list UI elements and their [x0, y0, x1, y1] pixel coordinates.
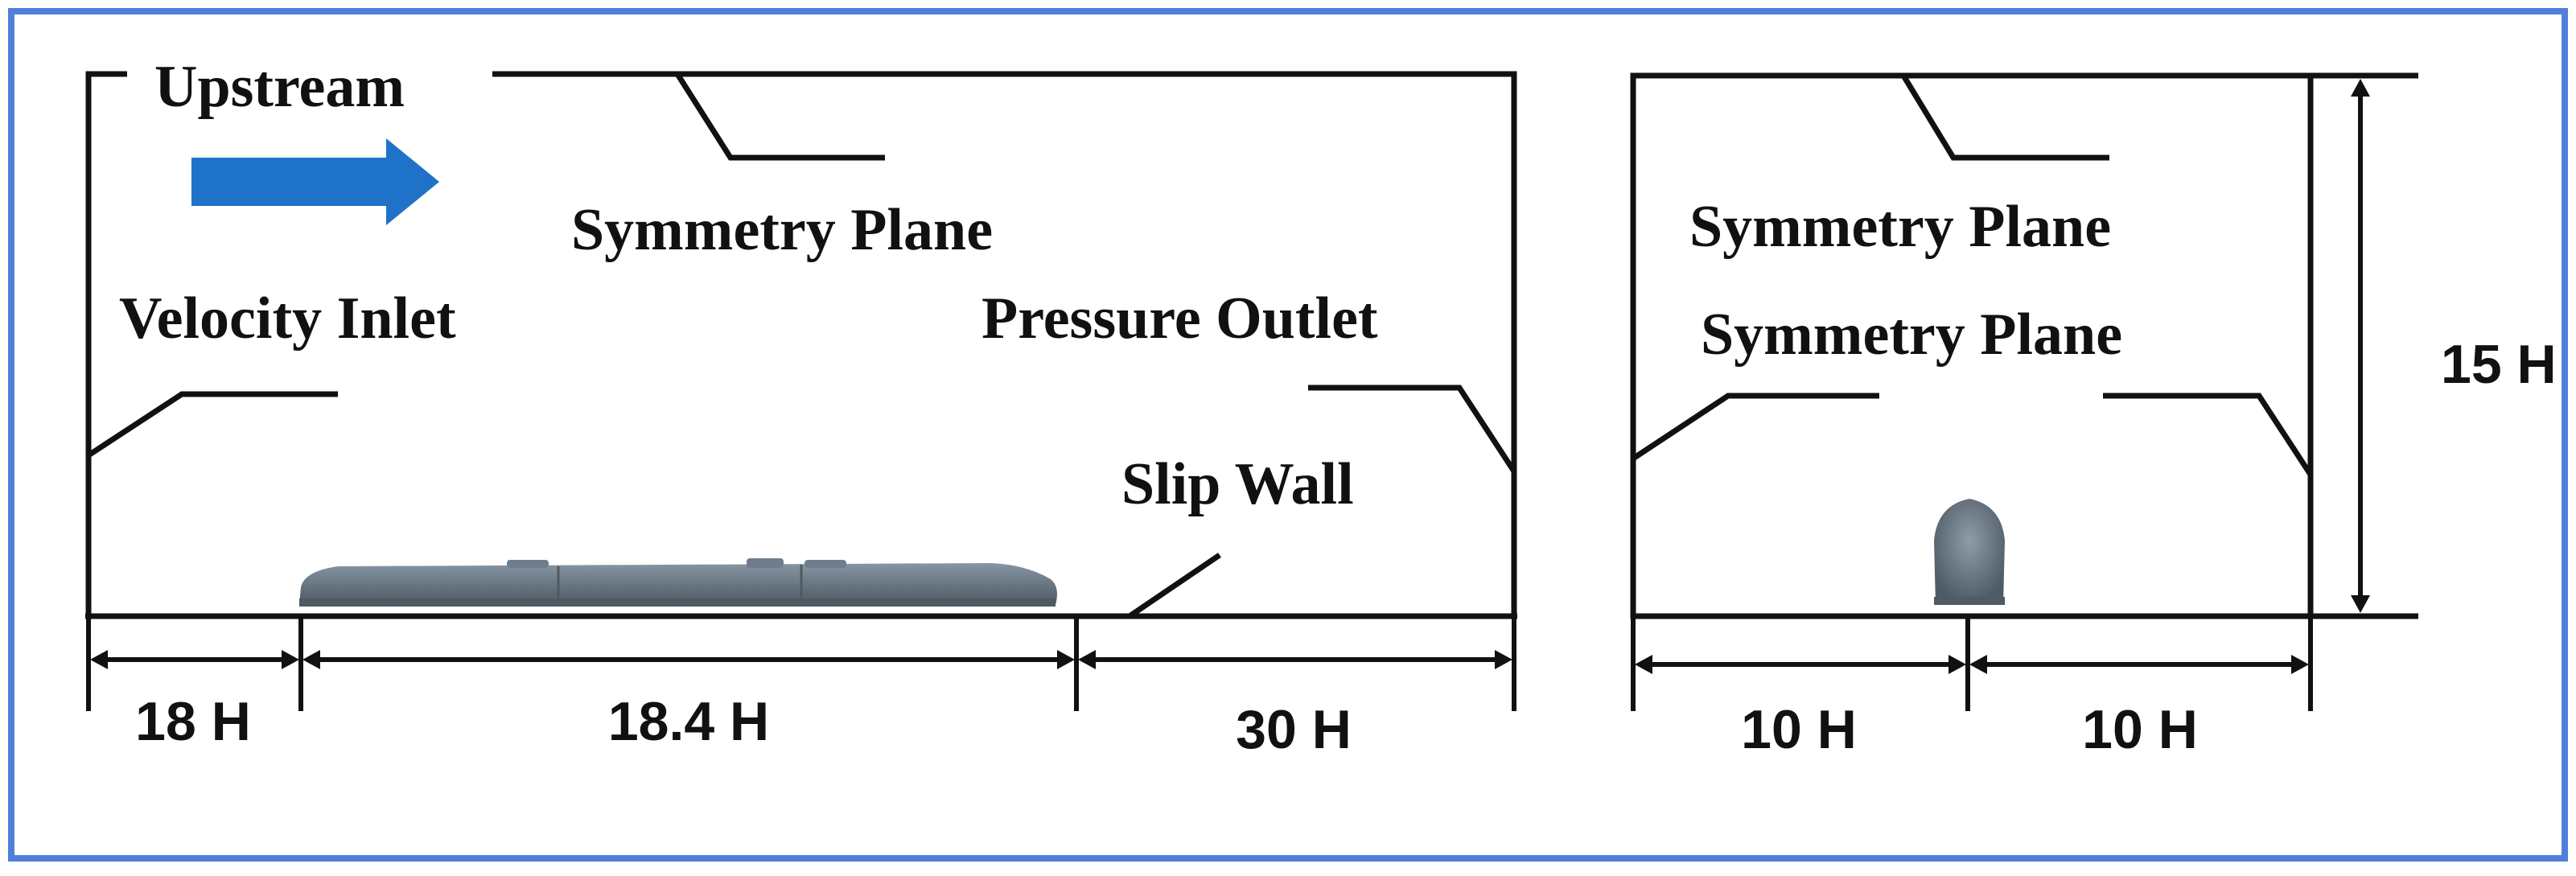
height-label: 15 H: [2441, 334, 2557, 395]
dim-arrow-downstream: [1078, 650, 1512, 669]
symmetry-plane-front-top-label: Symmetry Plane: [1689, 194, 2111, 260]
right-arrow-icon: [191, 138, 439, 225]
dim-arrow-height: [2351, 79, 2370, 613]
slip-wall-leader: [1128, 553, 1221, 619]
front-view-boundary: [1630, 72, 2314, 619]
dim-arrow-train: [302, 650, 1075, 669]
symmetry-plane-leader: [675, 72, 885, 161]
pressure-outlet-label: Pressure Outlet: [981, 286, 1378, 352]
dim-arrow-half-width-right: [1969, 655, 2309, 674]
figure-frame: [8, 8, 2568, 862]
symmetry-plane-left-leader: [1632, 393, 1879, 461]
dim-arrow-half-width-left: [1635, 655, 1966, 674]
side-view: Upstream Symmetry Plane Velocity Inlet P…: [85, 54, 1517, 760]
velocity-inlet-leader: [87, 391, 338, 458]
upstream-label: Upstream: [154, 54, 405, 120]
upstream-length-label: 18 H: [135, 691, 251, 752]
top-boundary-left: [85, 71, 127, 142]
train-side-icon: [299, 558, 1057, 607]
half-width-left-label: 10 H: [1741, 699, 1857, 760]
downstream-length-label: 30 H: [1236, 699, 1352, 760]
slip-wall-label: Slip Wall: [1121, 451, 1354, 517]
velocity-inlet-label: Velocity Inlet: [119, 286, 456, 352]
pressure-outlet-leader: [1308, 385, 1516, 473]
train-cross-section-icon: [1934, 499, 2005, 605]
half-width-right-label: 10 H: [2082, 699, 2198, 760]
dim-arrow-upstream: [90, 650, 299, 669]
train-length-label: 18.4 H: [608, 691, 769, 752]
symmetry-plane-front-sides-label: Symmetry Plane: [1701, 302, 2122, 368]
symmetry-plane-top-leader: [1901, 74, 2109, 161]
symmetry-plane-side-label: Symmetry Plane: [571, 197, 993, 263]
top-right-boundary: [492, 71, 1517, 616]
front-view: Symmetry Plane Symmetry Plane 10 H 10 H …: [1630, 72, 2557, 760]
symmetry-plane-right-leader: [2103, 393, 2313, 476]
